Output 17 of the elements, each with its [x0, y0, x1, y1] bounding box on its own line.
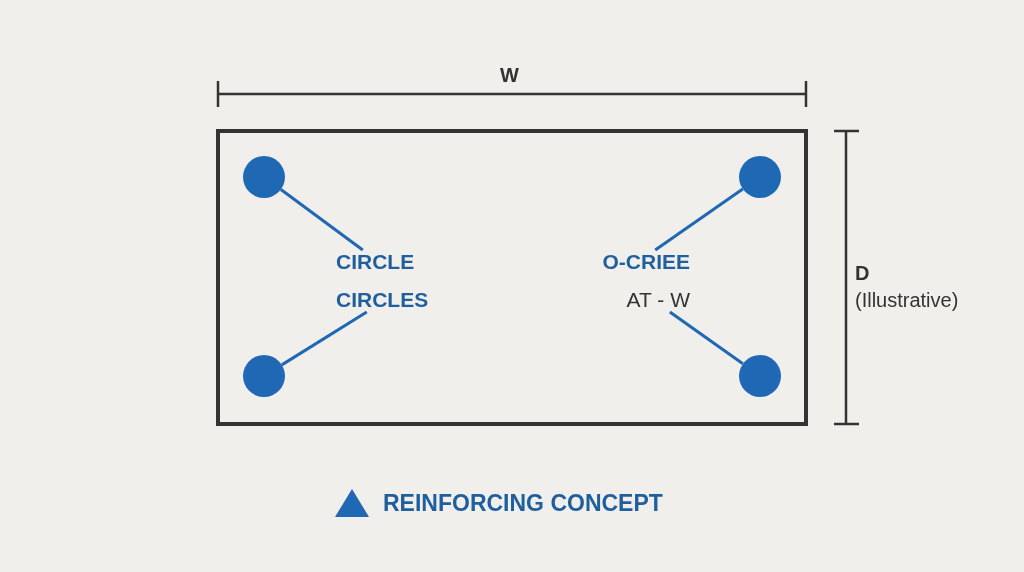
rebar-circle — [739, 355, 781, 397]
callout-label: CIRCLE — [336, 250, 422, 274]
leader-line — [281, 310, 368, 367]
leader-line — [654, 187, 744, 252]
dimension-label: D — [855, 261, 870, 285]
leader-line — [280, 188, 364, 252]
rebar-circle — [243, 156, 285, 198]
callout-label: CIRCLES — [336, 288, 436, 312]
leader-line — [669, 310, 744, 366]
legend-label: REINFORCING CONCEPT — [383, 491, 663, 515]
note-text: (Illustrative) — [855, 288, 959, 312]
callout-label: AT - W — [616, 288, 690, 312]
rebar-circle — [243, 355, 285, 397]
rebar-circle — [739, 156, 781, 198]
callout-label: O-CRIEE — [586, 250, 690, 274]
dimension-label: W — [500, 63, 519, 87]
section-outline — [216, 129, 808, 426]
